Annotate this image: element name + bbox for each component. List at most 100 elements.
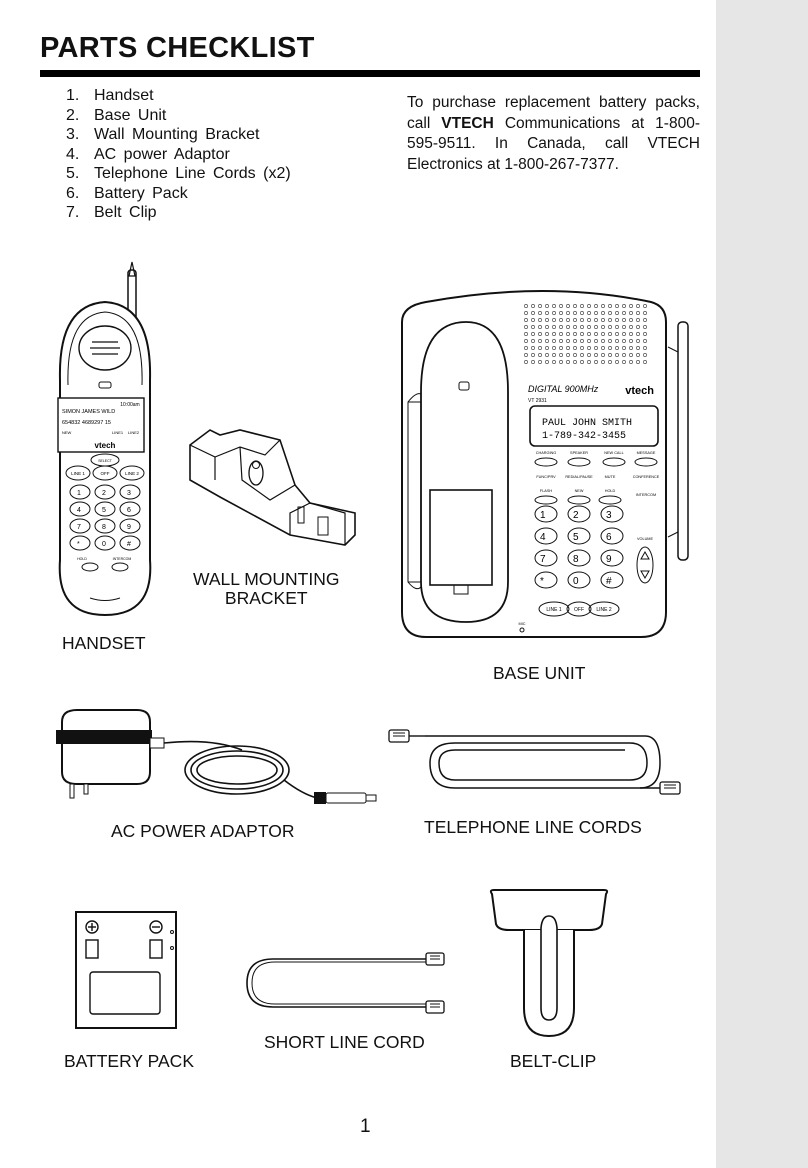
line-cords-caption: TELEPHONE LINE CORDS <box>424 817 642 837</box>
handset-key-label: 6 <box>127 507 131 514</box>
handset-key-label: 0 <box>102 541 106 548</box>
base-band-text: DIGITAL 900MHz <box>528 384 599 394</box>
parts-checklist: 1.Handset 2.Base Unit 3.Wall Mounting Br… <box>66 86 291 223</box>
base-function-label: HOLD <box>605 489 616 493</box>
wall-bracket-caption: WALL MOUNTING BRACKET <box>193 570 340 608</box>
handset-key <box>94 535 116 551</box>
handset-key-label: 5 <box>102 507 106 514</box>
handset-key <box>69 484 91 500</box>
base-function-label: NEW <box>575 489 584 493</box>
base-key <box>600 571 624 589</box>
base-key <box>567 527 591 545</box>
handset-key-label: 2 <box>102 490 106 497</box>
base-display-name: PAUL JOHN SMITH <box>542 418 632 429</box>
handset-name-text: SIMON JAMES WILD <box>62 409 115 415</box>
base-function-label: REDIAL/PAUSE <box>565 475 593 479</box>
handset-key <box>69 518 91 534</box>
base-model-text: VT 2931 <box>528 398 547 404</box>
wall-bracket-caption-line1: WALL MOUNTING <box>193 569 340 589</box>
base-function-label: VOLUME <box>637 537 654 541</box>
handset-key-label: * <box>77 541 80 548</box>
base-key <box>534 571 558 589</box>
handset-key <box>94 501 116 517</box>
handset-line2-key: LINE 2 <box>125 471 139 476</box>
battery-pack-caption: BATTERY PACK <box>64 1051 194 1071</box>
page-number: 1 <box>360 1116 371 1137</box>
base-key-label: 4 <box>540 532 546 543</box>
wall-bracket-caption-line2: BRACKET <box>224 588 308 608</box>
base-key-label: 8 <box>573 554 579 565</box>
handset-key-label: 8 <box>102 524 106 531</box>
base-key <box>567 549 591 567</box>
page-side-band <box>716 0 808 1168</box>
base-key-label: * <box>540 576 544 587</box>
base-key <box>534 549 558 567</box>
base-key-label: 6 <box>606 532 612 543</box>
base-key <box>567 571 591 589</box>
handset-number-text: 654832 4689297 15 <box>62 420 111 426</box>
speaker-grille <box>524 304 647 364</box>
handset-line1-key: LINE 1 <box>71 471 85 476</box>
handset-key <box>94 518 116 534</box>
handset-select-text: SELECT <box>98 459 112 463</box>
handset-key-label: 3 <box>127 490 131 497</box>
handset-line2-status: LINE2 <box>128 430 140 435</box>
base-key <box>567 505 591 523</box>
ac-adaptor-caption: AC POWER ADAPTOR <box>111 821 295 841</box>
handset-key-label: 4 <box>77 507 81 514</box>
belt-clip-illustration <box>489 889 609 1038</box>
handset-key <box>94 484 116 500</box>
base-key-label: 3 <box>606 510 612 521</box>
handset-key <box>69 535 91 551</box>
handset-key-label: 1 <box>77 490 81 497</box>
handset-key-label: # <box>127 541 131 548</box>
base-key <box>600 505 624 523</box>
base-key-label: 7 <box>540 554 546 565</box>
handset-hold-label: HOLD <box>77 557 87 561</box>
base-unit-illustration: DIGITAL 900MHz VT 2931 vtech PAUL JOHN S… <box>401 290 689 638</box>
ac-adaptor-illustration <box>56 709 377 804</box>
belt-clip-caption: BELT-CLIP <box>510 1051 597 1071</box>
list-item: 4.AC power Adaptor <box>66 145 230 163</box>
handset-intercom-label: INTERCOM <box>113 557 132 561</box>
base-line1-key: LINE 1 <box>546 607 562 613</box>
handset-key <box>69 501 91 517</box>
base-key <box>600 527 624 545</box>
handset-key <box>119 518 141 534</box>
base-function-label: FLASH <box>540 489 552 493</box>
base-brand-text: vtech <box>625 385 654 397</box>
list-item: 5.Telephone Line Cords (x2) <box>66 165 291 182</box>
line-cords-illustration <box>388 729 681 795</box>
list-item: 1.Handset <box>66 87 154 104</box>
list-item: 2.Base Unit <box>66 106 167 124</box>
base-unit-caption: BASE UNIT <box>493 663 586 683</box>
handset-key <box>119 501 141 517</box>
list-item: 7.Belt Clip <box>66 204 157 221</box>
base-function-label: INTERCOM <box>636 493 656 497</box>
base-key-label: 1 <box>540 510 546 521</box>
base-off-key: OFF <box>574 607 584 613</box>
base-key-label: 2 <box>573 510 579 521</box>
base-key-label: 5 <box>573 532 579 543</box>
handset-illustration: 10:00am SIMON JAMES WILD 654832 4689297 … <box>57 261 152 617</box>
base-function-label: FUNC/PRV <box>536 475 556 479</box>
base-key <box>600 549 624 567</box>
wall-bracket-illustration <box>189 429 356 546</box>
title-rule <box>40 70 700 77</box>
base-key <box>534 505 558 523</box>
handset-off-key: OFF <box>101 471 110 476</box>
base-display-number: 1-789-342-3455 <box>542 431 626 442</box>
base-key-label: # <box>606 576 612 587</box>
purchase-note: To purchase replacement battery packs, c… <box>407 94 700 173</box>
handset-brand-text: vtech <box>95 441 116 450</box>
short-line-cord-caption: SHORT LINE CORD <box>264 1032 425 1052</box>
base-function-label: NEW CALL <box>604 451 623 455</box>
base-key-label: 0 <box>573 576 579 587</box>
handset-caption: HANDSET <box>62 633 146 653</box>
handset-time-text: 10:00am <box>120 402 139 408</box>
handset-key-label: 7 <box>77 524 81 531</box>
short-line-cord-illustration <box>246 952 445 1014</box>
battery-pack-illustration <box>75 911 177 1029</box>
base-line2-key: LINE 2 <box>596 607 612 613</box>
